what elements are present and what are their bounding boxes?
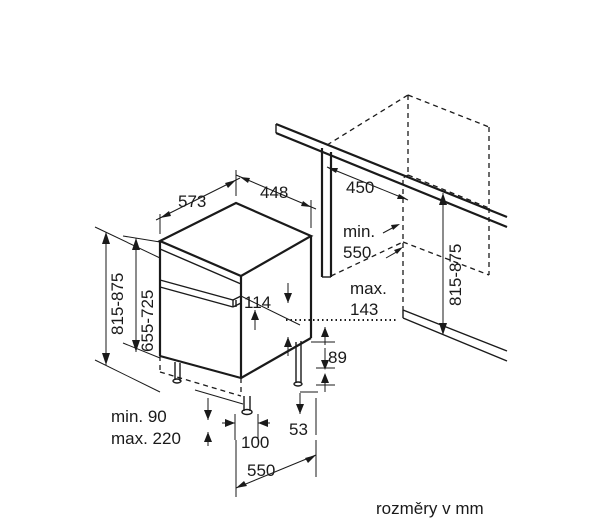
- dishwasher-body: [157, 201, 314, 380]
- units-caption: rozměry v mm: [376, 499, 484, 518]
- cabinet-side-panel: [320, 148, 333, 278]
- dim-min-label: min.: [343, 222, 375, 241]
- dim-89-label: 89: [328, 348, 347, 367]
- dim-niche-height-label: 815-875: [446, 244, 465, 306]
- dim-plinth-range-arrows: [194, 389, 244, 446]
- dim-niche-550-label: 550: [343, 243, 371, 262]
- dim-100-line: [222, 414, 270, 440]
- dim-448-label: 448: [260, 183, 288, 202]
- dim-114-arrows: [240, 283, 301, 356]
- dim-450-label: 450: [346, 178, 374, 197]
- dim-550-label: 550: [247, 461, 275, 480]
- front-panel-dashed: [159, 356, 242, 397]
- appliance-feet: [172, 341, 303, 416]
- dim-max-label: max.: [350, 279, 387, 298]
- dim-appliance-height-line: [122, 235, 161, 359]
- dim-plinth-min-label: min. 90: [111, 407, 167, 426]
- dim-100-label: 100: [241, 433, 269, 452]
- dim-573-line: [155, 170, 241, 234]
- dim-overall-height-line: [94, 226, 161, 393]
- dim-niche-height-line: [439, 193, 447, 335]
- dim-143-label: 143: [350, 300, 378, 319]
- niche-dashed-outline: [326, 94, 490, 310]
- dim-114-label: 114: [244, 293, 271, 312]
- dim-appliance-height-label: 655-725: [138, 290, 157, 352]
- dim-89-line: [311, 341, 335, 370]
- dim-53-label: 53: [289, 420, 308, 439]
- dim-573-label: 573: [178, 192, 206, 211]
- dim-plinth-max-label: max. 220: [111, 429, 181, 448]
- dim-448-line: [235, 174, 317, 228]
- dim-niche-550-arrows: [382, 224, 403, 259]
- dim-overall-height-label: 815-875: [108, 273, 127, 335]
- floor-plinth-right: [402, 309, 508, 362]
- dim-550-line: [235, 440, 317, 497]
- dim-450-line: [326, 166, 409, 201]
- dim-53-line: [296, 373, 335, 435]
- countertop-outline: [275, 122, 508, 229]
